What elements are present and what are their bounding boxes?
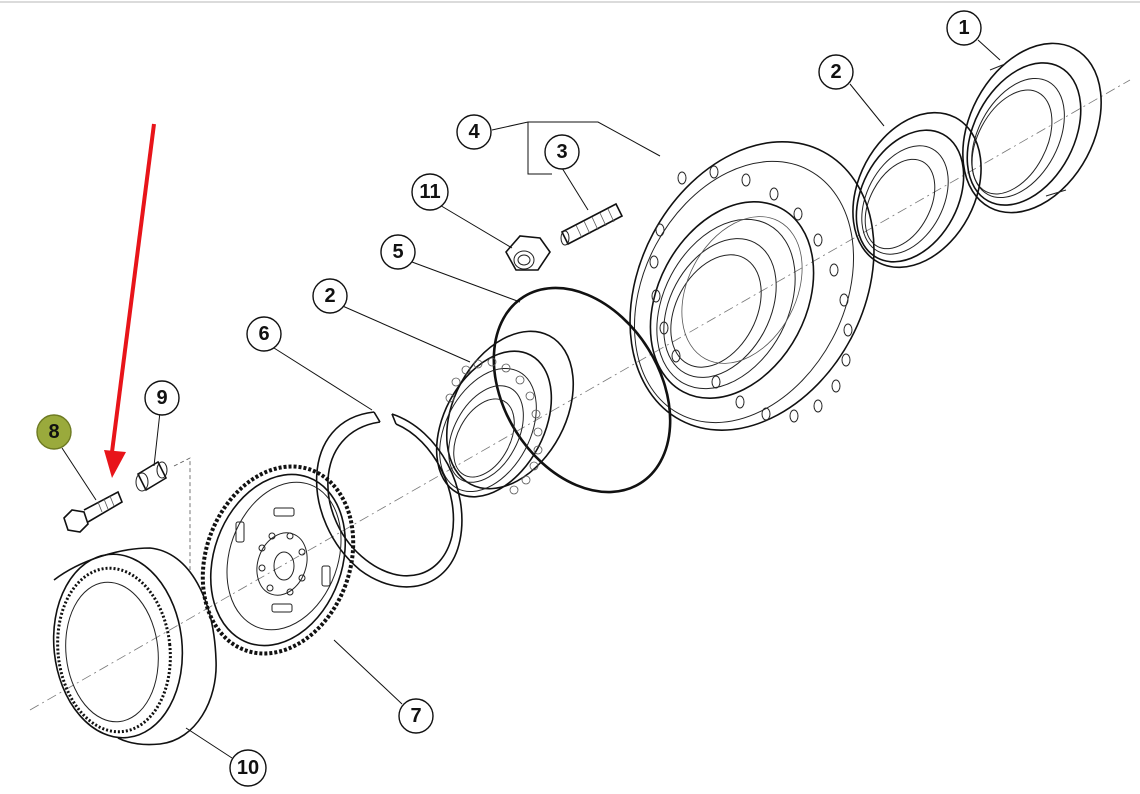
callout-3[interactable]: 3 bbox=[544, 134, 580, 170]
part-9-bushing bbox=[135, 460, 168, 492]
callout-1-label: 1 bbox=[958, 17, 969, 39]
part-6-snap-ring bbox=[315, 411, 463, 588]
red-indicator-arrow bbox=[104, 123, 156, 478]
callout-5-label: 5 bbox=[392, 241, 403, 263]
callout-7[interactable]: 7 bbox=[398, 698, 434, 734]
part-5-o-ring bbox=[492, 286, 672, 494]
callout-10[interactable]: 10 bbox=[229, 749, 267, 787]
part-10-ring-gear bbox=[52, 547, 217, 746]
callout-10-label: 10 bbox=[237, 757, 259, 779]
bearing-rollers bbox=[445, 357, 543, 495]
callout-11[interactable]: 11 bbox=[411, 173, 449, 211]
callout-1[interactable]: 1 bbox=[946, 10, 982, 46]
callout-6-label: 6 bbox=[258, 323, 269, 345]
callout-8-label: 8 bbox=[48, 421, 59, 443]
callout-8[interactable]: 8 bbox=[36, 414, 72, 450]
carrier-holes bbox=[258, 532, 306, 596]
leader-lines bbox=[61, 39, 1001, 759]
callout-5[interactable]: 5 bbox=[380, 234, 416, 270]
part-7-gear-carrier bbox=[200, 464, 356, 656]
callout-7-label: 7 bbox=[410, 705, 421, 727]
part-8-bolt bbox=[63, 490, 123, 533]
callout-2-lower[interactable]: 2 bbox=[312, 278, 348, 314]
callout-2-lower-label: 2 bbox=[324, 285, 335, 307]
part-11-nut bbox=[505, 235, 551, 271]
callout-9[interactable]: 9 bbox=[144, 380, 180, 416]
callout-6[interactable]: 6 bbox=[246, 316, 282, 352]
part-2-bearing-lower bbox=[435, 330, 575, 498]
callout-2-upper-label: 2 bbox=[830, 61, 841, 83]
part-2-bearing-upper bbox=[852, 111, 982, 269]
callout-4[interactable]: 4 bbox=[456, 114, 492, 150]
callout-11-label: 11 bbox=[419, 181, 440, 203]
callout-4-label: 4 bbox=[468, 121, 480, 143]
hub-flange bbox=[629, 141, 875, 431]
hub-bolt-holes bbox=[649, 165, 853, 423]
assembly-guide-line bbox=[173, 457, 191, 570]
callout-9-label: 9 bbox=[156, 387, 167, 409]
part-1-seal bbox=[962, 42, 1102, 214]
callout-3-label: 3 bbox=[556, 141, 567, 163]
part-3-stud bbox=[560, 202, 624, 246]
callout-2-upper[interactable]: 2 bbox=[818, 54, 854, 90]
